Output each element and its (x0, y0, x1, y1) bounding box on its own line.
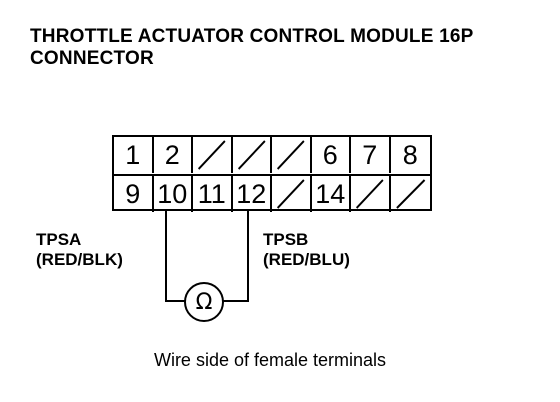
tpsb-name: TPSB (263, 230, 309, 249)
empty-pin-cell (272, 137, 312, 173)
diagram-caption: Wire side of female terminals (0, 350, 560, 371)
empty-pin-cell (391, 176, 431, 212)
ohmmeter-icon: Ω (184, 282, 224, 322)
title-line-1: THROTTLE ACTUATOR CONTROL MODULE 16P (30, 26, 474, 47)
empty-pin-slash-icon (276, 140, 305, 170)
pin-cell: 8 (402, 139, 418, 170)
tpsa-name: TPSA (36, 230, 82, 249)
pin-cell: 9 (114, 176, 154, 212)
pin-cell: 7 (351, 137, 391, 173)
ohm-symbol: Ω (195, 289, 213, 315)
caption-text: Wire side of female terminals (153, 350, 387, 370)
tpsa-label: TPSA (RED/BLK) (36, 230, 123, 270)
empty-pin-slash-icon (355, 179, 384, 209)
pin-cell: 12 (233, 176, 272, 212)
tpsa-wire-color: (RED/BLK) (36, 250, 123, 269)
diagram-title: THROTTLE ACTUATOR CONTROL MODULE 16P CON… (30, 26, 550, 70)
tpsb-label: TPSB (RED/BLU) (263, 230, 350, 270)
empty-pin-slash-icon (276, 179, 305, 209)
pin-cell: 1 (114, 137, 154, 173)
empty-pin-cell (233, 137, 272, 173)
pin-cell: 14 (312, 176, 351, 212)
empty-pin-slash-icon (395, 179, 425, 209)
connector-bottom-row: 9 10 11 12 14 (114, 174, 430, 212)
empty-pin-cell (351, 176, 391, 212)
tpsb-wire-color: (RED/BLU) (263, 250, 350, 269)
empty-pin-slash-icon (237, 140, 266, 170)
connector-top-row: 1 2 6 7 8 (114, 137, 430, 173)
pin-cell: 2 (154, 137, 193, 173)
empty-pin-slash-icon (197, 140, 226, 170)
title-line-2: CONNECTOR (30, 48, 154, 69)
empty-pin-cell (272, 176, 312, 212)
tpsa-probe-wire (165, 210, 185, 302)
pin-cell: 10 (154, 176, 193, 212)
pin-cell: 6 (312, 137, 351, 173)
pin-cell: 11 (193, 176, 233, 212)
tpsb-probe-wire (223, 210, 249, 302)
connector-block: 1 2 6 7 8 9 10 11 12 14 (112, 135, 432, 212)
empty-pin-cell (193, 137, 233, 173)
